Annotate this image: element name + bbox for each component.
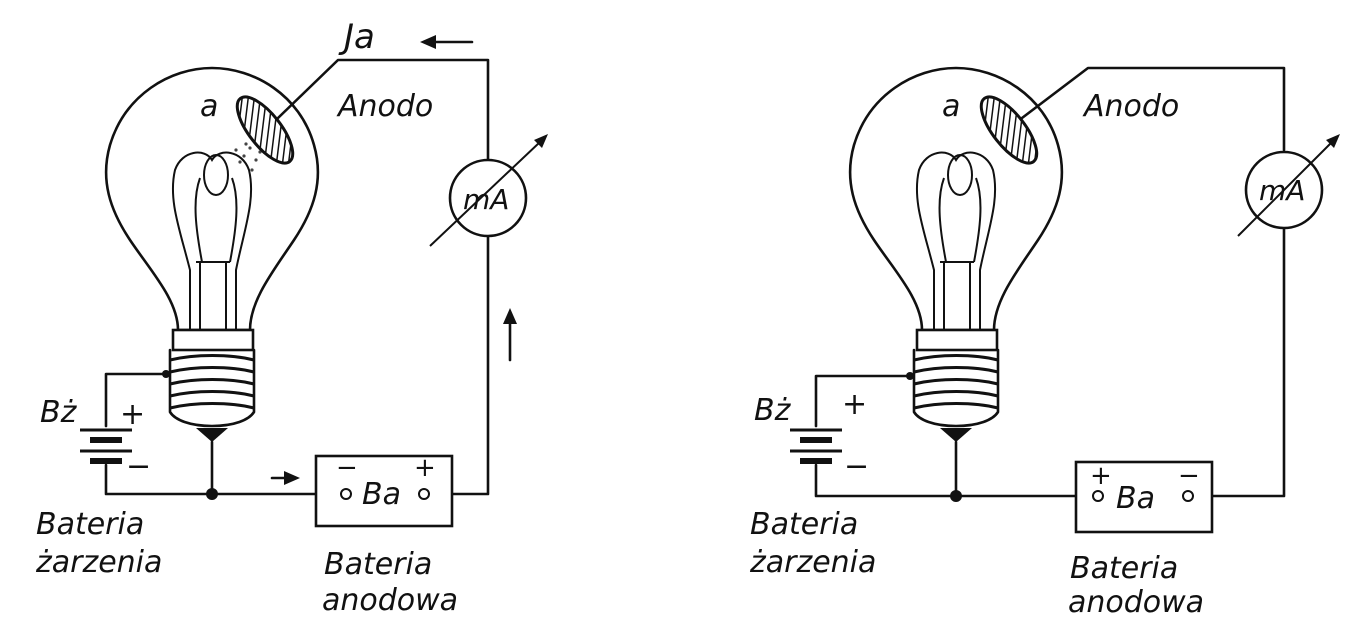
left-anode-lead [276,58,490,162]
right-bottom-wire [814,440,958,498]
left-junction [206,488,218,500]
left-anode-caption-2: anodowa [322,583,458,618]
left-current-arrows [270,35,517,485]
right-anode-battery-right-sign: − [1178,461,1200,491]
left-bulb-collar [171,328,255,352]
right-filament-caption-1: Bateria [750,507,858,542]
right-filament-battery-plus: + [842,387,867,422]
right-anode-letter: a [942,89,960,124]
left-anode-battery-left-sign: − [336,453,358,483]
left-right-wire [450,234,490,496]
left-anode-caption-1: Bateria [324,547,432,582]
left-filament-caption-2: żarzenia [35,545,162,580]
left-electron-dots [234,142,262,172]
right-anode-battery-symbol: Ba [1116,481,1155,516]
left-milliammeter [448,158,528,238]
left-milliammeter-label: mA [463,183,509,216]
right-anode-lead [1020,66,1286,152]
right-filament-loop [947,154,973,196]
left-bulb-glass [104,66,320,332]
left-bulb-stem [171,151,253,330]
right-cathode-wire [814,374,912,428]
left-anode-battery-box [314,454,454,528]
left-filament-battery-symbol: Bż [40,395,78,430]
right-right-wire [1208,226,1286,498]
left-circuit: Bż + − Bateria żarzenia Ba − + Bateria a… [35,17,548,618]
right-screw-base [912,348,1000,442]
right-junction [950,490,962,502]
left-current-label: Ja [338,17,375,57]
left-anode-plate [235,95,295,165]
left-screw-base [168,348,256,442]
left-bottom-wire [104,440,214,496]
right-filament-battery-minus: − [844,449,869,484]
left-filament-battery [80,428,132,464]
right-filament-battery [790,428,842,464]
left-anode-letter: a [200,89,218,124]
right-filament-caption-2: żarzenia [749,545,876,580]
right-anode-plate [979,95,1039,165]
right-anode-caption-2: anodowa [1068,585,1204,620]
right-bulb-collar [915,328,999,352]
right-circuit: Bż + − Bateria żarzenia Ba + − Bateria a… [749,66,1340,620]
left-anode-battery-right-sign: + [414,453,436,483]
right-filament-battery-symbol: Bż [754,393,792,428]
left-filament-battery-plus: + [120,397,145,432]
right-anode-battery-left-sign: + [1090,461,1112,491]
right-anode-label: Anodo [1082,89,1179,124]
left-filament-caption-1: Bateria [36,507,144,542]
left-cathode-wire [104,372,168,428]
right-bulb-stem [915,151,997,330]
left-anode-label: Anodo [336,89,433,124]
left-anode-battery-symbol: Ba [362,477,401,512]
left-filament-battery-minus: − [126,449,151,484]
left-filament-loop [203,154,229,196]
right-milliammeter-label: mA [1259,174,1305,207]
right-bulb-glass [848,66,1064,332]
right-anode-caption-1: Bateria [1070,551,1178,586]
